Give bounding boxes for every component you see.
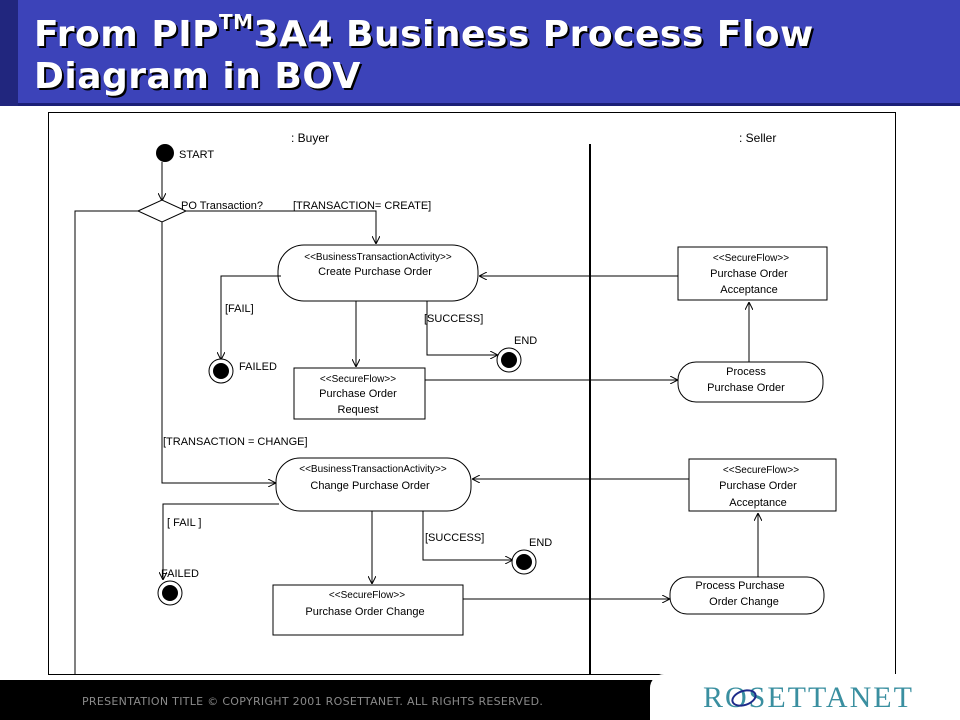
fail-guard-1: [FAIL] [225, 303, 254, 315]
success-guard-1: [SUCCESS] [424, 313, 483, 325]
po-acceptance-2-line1: Purchase Order [719, 480, 797, 492]
decision-label: PO Transaction? [181, 200, 263, 212]
title-trademark: TM [218, 10, 254, 34]
failed-label-2: FAILED [161, 568, 199, 580]
failed-label-1: FAILED [239, 361, 277, 373]
process-po-change-activity [669, 576, 825, 615]
po-change-line1: Purchase Order Change [305, 606, 424, 618]
guard-create-label: [TRANSACTION= CREATE] [293, 200, 431, 212]
create-po-stereotype: <<BusinessTransactionActivity>> [304, 252, 452, 263]
po-acceptance-box-1 [677, 246, 828, 301]
po-request-box [293, 367, 426, 420]
po-acceptance-1-stereotype: <<SecureFlow>> [713, 253, 789, 264]
po-request-line1: Purchase Order [319, 388, 397, 400]
loop-flow [74, 210, 138, 674]
change-po-activity [275, 457, 472, 512]
po-change-box [272, 584, 464, 636]
seller-lane-label: : Seller [739, 131, 776, 145]
process-po-activity [677, 361, 824, 403]
title-accent-stripe [0, 0, 18, 106]
fail-flow-2 [163, 503, 279, 579]
po-change-stereotype: <<SecureFlow>> [329, 590, 405, 601]
create-po-name: Create Purchase Order [318, 266, 432, 278]
end-label-1: END [514, 335, 537, 347]
po-acceptance-1-line1: Purchase Order [710, 268, 788, 280]
po-acceptance-box-2 [688, 458, 837, 512]
footer-copyright: PRESENTATION TITLE © COPYRIGHT 2001 ROSE… [82, 695, 544, 708]
buyer-lane-label: : Buyer [291, 131, 329, 145]
end-label-2: END [529, 537, 552, 549]
decision-node [136, 199, 188, 223]
title-line1-before: From PIP [34, 14, 219, 55]
process-po-line2: Purchase Order [707, 382, 785, 394]
logo-panel [650, 674, 960, 720]
diagram-frame: : Buyer : Seller START PO Transaction? [… [48, 112, 896, 675]
success-flow-2 [422, 511, 512, 560]
fail-guard-2: [ FAIL ] [167, 517, 201, 529]
po-acceptance-1-line2: Acceptance [720, 284, 777, 296]
start-label: START [179, 149, 214, 161]
failed-node-2-core [162, 585, 178, 601]
guard-change-label: [TRANSACTION = CHANGE] [163, 436, 308, 448]
po-acceptance-2-stereotype: <<SecureFlow>> [723, 465, 799, 476]
end-node-2-core [516, 554, 532, 570]
activity-diagram: : Buyer : Seller START PO Transaction? [… [74, 131, 837, 674]
process-po-change-line2: Order Change [709, 596, 779, 608]
start-node [156, 144, 174, 162]
po-request-stereotype: <<SecureFlow>> [320, 374, 396, 385]
title-line1-after: 3A4 Business Process Flow [253, 14, 814, 55]
po-request-line2: Request [338, 404, 379, 416]
po-acceptance-2-line2: Acceptance [729, 497, 786, 509]
end-node-1-core [501, 352, 517, 368]
create-flow [186, 210, 376, 243]
change-po-stereotype: <<BusinessTransactionActivity>> [299, 464, 447, 475]
rosettanet-logo: ROSETTANET [703, 681, 914, 714]
change-po-name: Change Purchase Order [310, 480, 430, 492]
process-po-change-line1: Process Purchase [695, 580, 784, 592]
process-po-line1: Process [726, 366, 766, 378]
success-guard-2: [SUCCESS] [425, 532, 484, 544]
title-line2: Diagram in BOV [34, 56, 361, 97]
fail-flow-1 [221, 275, 281, 359]
slide-title: From PIPTM3A4 Business Process Flow Diag… [34, 12, 934, 98]
change-flow [161, 222, 275, 483]
create-po-activity [277, 244, 479, 302]
failed-node-1-core [213, 363, 229, 379]
success-flow-1 [426, 301, 497, 355]
title-bar [0, 0, 960, 106]
